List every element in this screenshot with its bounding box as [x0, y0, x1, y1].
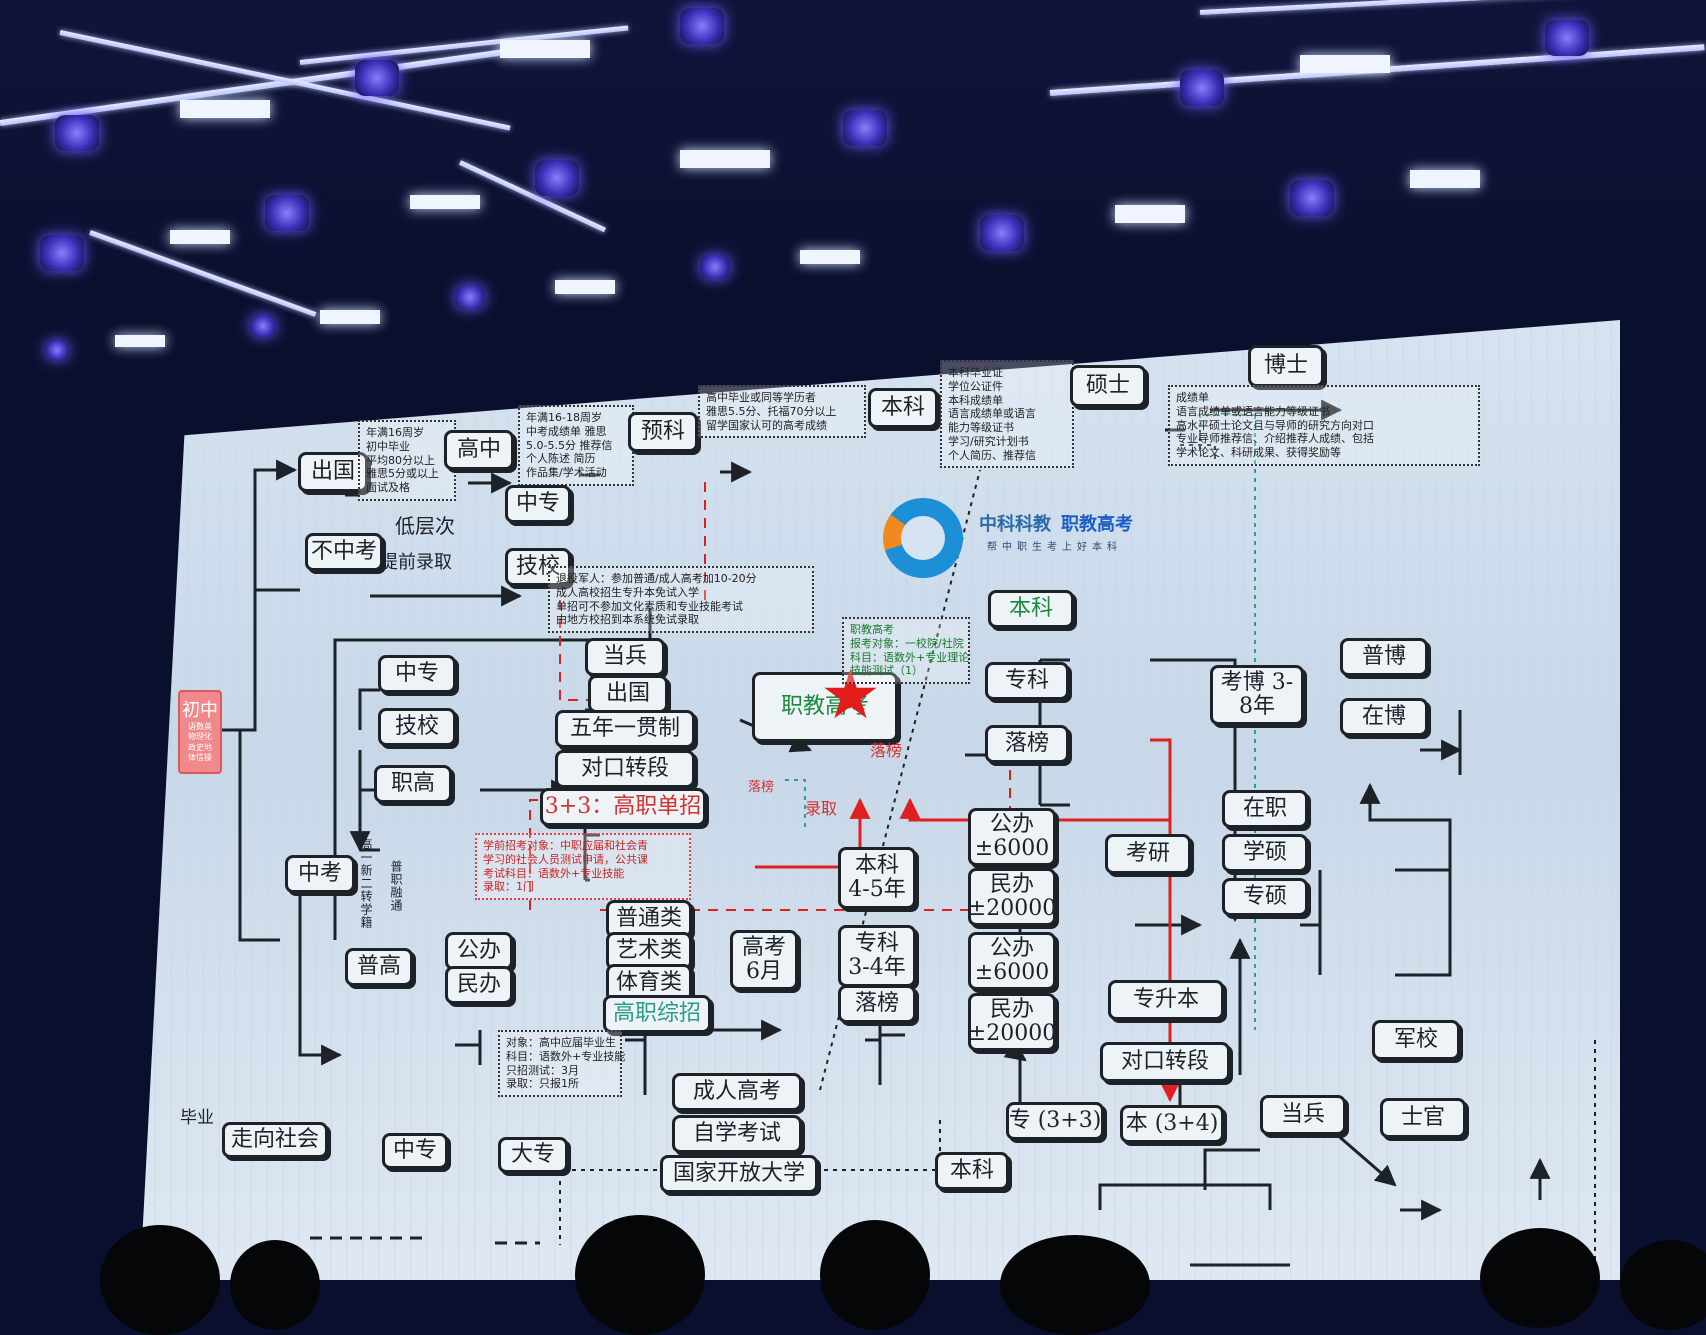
node-master: 硕士	[1070, 365, 1146, 407]
logo-emblem-icon	[883, 498, 963, 578]
label-fail-red: 落榜	[870, 741, 903, 760]
node-zhongkao: 中考	[285, 855, 355, 893]
node-bachelor-abroad: 本科	[868, 388, 938, 428]
node-high-school: 高中	[444, 430, 514, 470]
origin-subject: 语数英	[188, 722, 212, 731]
node-gaokao: 高考 6月	[730, 930, 798, 990]
node-secondary: 中专	[378, 655, 456, 693]
node-comprehensive: 高职综招	[603, 995, 711, 1033]
node-abroad-2: 出国	[588, 675, 668, 713]
node-bachelor-4-5: 本科 4-5年	[838, 847, 916, 909]
note-bachelor-abroad: 本科毕业证学位公证件本科成绩单语言成绩单或语言能力等级证书学习/研究计划书个人简…	[940, 360, 1074, 469]
node-private-school: 民办	[445, 966, 513, 1004]
label-integration-vertical: 普职融通	[389, 860, 403, 912]
label-fail-red-2: 落榜	[748, 780, 775, 795]
node-private-20000: 民办 ±20000	[968, 868, 1056, 926]
origin-subject: 体信操	[188, 753, 212, 763]
label-early-admission: 提前录取	[380, 552, 452, 573]
star-icon: ★	[820, 656, 881, 735]
node-public-6000-2: 公办 ±6000	[968, 932, 1056, 990]
node-college-3plus3: 专 (3+3)	[1006, 1102, 1104, 1140]
node-public-school: 公办	[445, 932, 513, 970]
origin-subject: 政史地	[188, 742, 212, 752]
node-sports-track: 体育类	[606, 964, 692, 1002]
node-college-to-bachelor: 专升本	[1108, 980, 1224, 1020]
node-academic-master: 学硕	[1222, 834, 1308, 872]
node-bachelor-bottom: 本科	[935, 1152, 1009, 1190]
node-college-mid: 专科	[985, 662, 1069, 700]
node-open-university: 国家开放大学	[660, 1155, 818, 1193]
note-study-abroad: 年满16周岁初中毕业平均80分以上雅思5分或以上面试及格	[358, 420, 456, 501]
node-vocational-high: 职高	[374, 765, 452, 803]
logo-brand: 中科科教	[979, 514, 1051, 535]
label-admitted: 录取	[805, 799, 838, 818]
node-military-academy: 军校	[1372, 1020, 1460, 1060]
note-enrollment: 学前招考对象：中职应届和社会青学习的社会人员测试申请，公共课考试科目：语数外+专…	[475, 833, 691, 900]
node-bachelor-3plus4: 本 (3+4)	[1120, 1105, 1224, 1143]
label-graduate: 毕业	[180, 1108, 214, 1128]
node-technical-top: 技校	[505, 548, 571, 586]
node-in-service: 在职	[1222, 790, 1308, 828]
label-transfer-vertical: 高一新二转学籍	[359, 838, 373, 929]
node-enter-society: 走向社会	[222, 1122, 328, 1158]
node-general-high: 普高	[345, 948, 413, 986]
node-military: 当兵	[585, 638, 665, 676]
node-fail-b: 落榜	[838, 985, 916, 1023]
brand-logo: 中科科教职教高考 帮中职生考上好本科	[883, 498, 1213, 578]
node-3plus3: 3+3：高职单招	[540, 788, 706, 826]
label-low-level: 低层次	[395, 514, 455, 538]
logo-tagline: 帮中职生考上好本科	[987, 542, 1122, 553]
node-phd-exam: 考博 3-8年	[1210, 665, 1304, 725]
node-no-zhongkao: 不中考	[305, 533, 383, 571]
note-vocational-exam: 职教高考报考对象：一校院/社院科目：语数外+专业理论技能测试（1）	[842, 617, 970, 684]
node-public-6000: 公办 ±6000	[968, 808, 1056, 866]
origin-title: 初中	[182, 700, 218, 721]
node-counterpart-transfer: 对口转段	[555, 750, 695, 788]
node-inservice-phd: 在博	[1340, 698, 1428, 736]
node-junior-college: 大专	[498, 1137, 568, 1173]
node-postgrad-exam: 考研	[1105, 834, 1191, 874]
origin-subject: 物理化	[188, 732, 212, 742]
node-sergeant: 士官	[1380, 1098, 1466, 1138]
node-foundation: 预科	[628, 412, 698, 452]
node-counterpart-transfer-2: 对口转段	[1100, 1042, 1230, 1082]
node-military-2: 当兵	[1260, 1095, 1346, 1135]
node-private-20000-2: 民办 ±20000	[968, 993, 1056, 1051]
node-secondary-bottom: 中专	[382, 1133, 448, 1169]
node-regular-phd: 普博	[1340, 638, 1428, 676]
note-master: 成绩单语言成绩单或语言能力等级证书高水平硕士论文且与导师的研究方向对口专业导师推…	[1168, 385, 1480, 466]
node-doctor: 博士	[1248, 345, 1324, 387]
node-adult-exam: 成人高考	[672, 1073, 802, 1111]
node-college-3-4: 专科 3-4年	[838, 925, 916, 987]
note-comprehensive: 对象：高中应届毕业生科目：语数外+专业技能只招测试：3月录取：只报1所	[498, 1030, 625, 1097]
node-professional-master: 专硕	[1222, 878, 1308, 916]
node-study-abroad: 出国	[298, 452, 368, 492]
node-self-study-exam: 自学考试	[672, 1115, 802, 1153]
node-secondary-top: 中专	[505, 485, 571, 523]
note-veterans: 退役军人：参加普通/成人高考加10-20分成人高校招生专升本免试入学单招可不参加…	[548, 566, 814, 633]
logo-product: 职教高考	[1061, 514, 1133, 535]
node-five-year: 五年一贯制	[555, 710, 695, 748]
node-bachelor-mid: 本科	[988, 590, 1074, 628]
node-fail-mid: 落榜	[985, 725, 1069, 763]
node-technical: 技校	[378, 708, 456, 746]
origin-junior-high: 初中 语数英 物理化 政史地 体信操	[178, 690, 222, 774]
note-foundation: 高中毕业或同等学历者雅思5.5分、托福70分以上留学国家认可的高考成绩	[698, 385, 866, 439]
